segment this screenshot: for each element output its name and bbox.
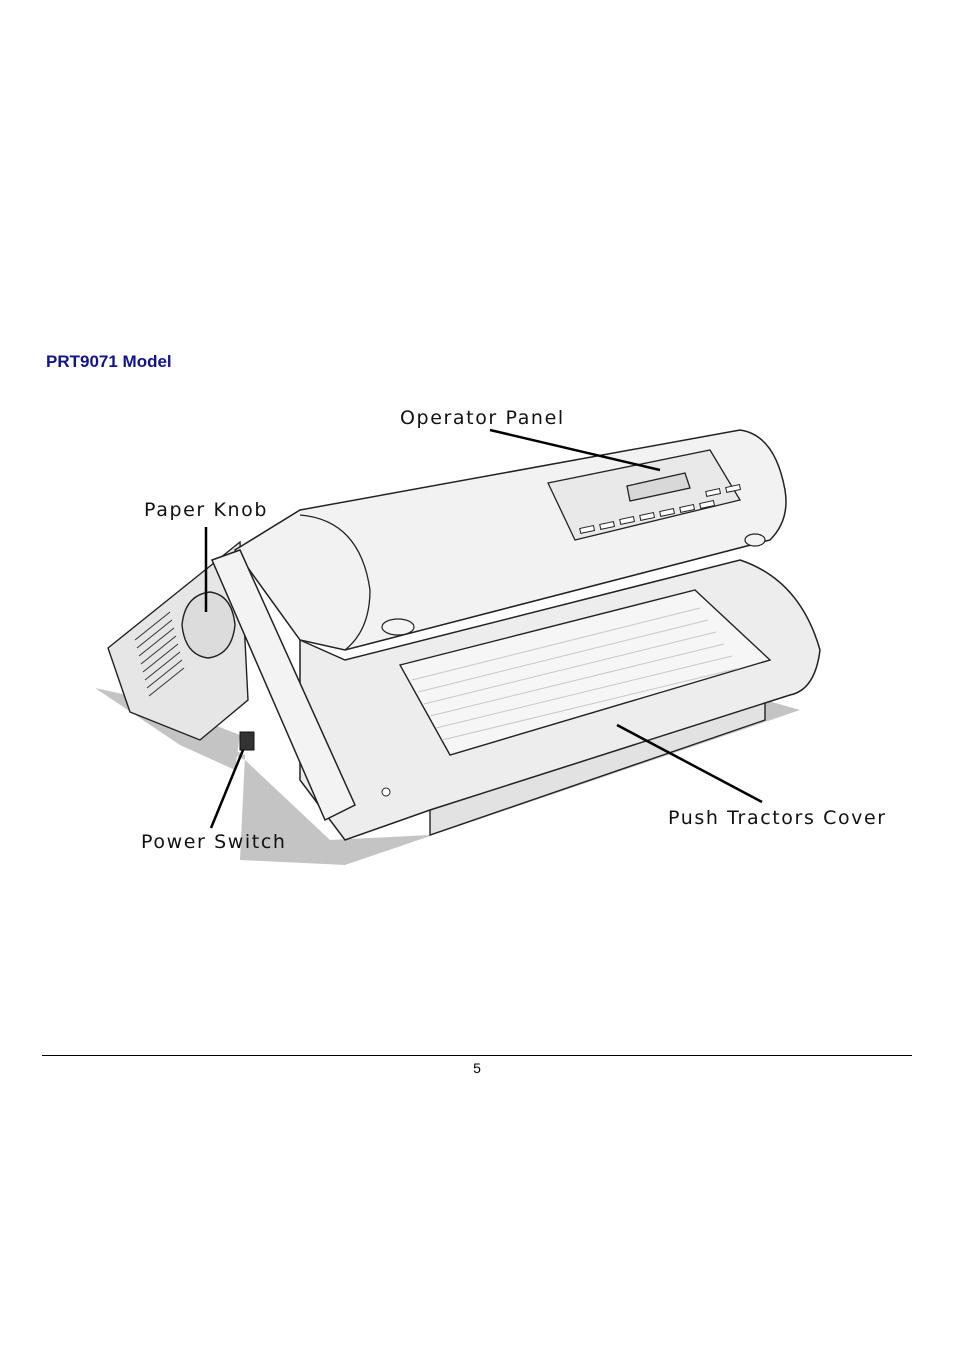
page-number: 5 [473, 1060, 481, 1076]
screw [381, 787, 391, 797]
printer-figure: Operator Panel Paper Knob Power Switch P… [0, 395, 954, 875]
footer-divider [42, 1055, 912, 1056]
callout-paper-knob: Paper Knob [144, 499, 269, 521]
vent-grille [134, 611, 185, 697]
cover-latch-right [744, 533, 766, 547]
leader-power-switch [209, 749, 245, 829]
operator-panel-buttons [579, 483, 742, 534]
leader-operator-panel [489, 428, 661, 472]
cover-ribs [411, 607, 741, 741]
section-heading: PRT9071 Model [46, 352, 172, 371]
printer-hood-curve [299, 514, 371, 651]
cover-latch-left [381, 618, 415, 636]
callout-push-tractors-cover: Push Tractors Cover [668, 807, 887, 829]
printer-shadow [95, 688, 800, 865]
callout-power-switch: Power Switch [141, 831, 287, 853]
printer-illustration [95, 428, 821, 865]
printer-side-panel [210, 549, 356, 822]
power-switch [239, 731, 255, 751]
leader-push-tractors [616, 723, 763, 804]
paper-knob [181, 591, 236, 659]
operator-panel-display [626, 472, 691, 502]
callout-operator-panel: Operator Panel [400, 407, 565, 429]
